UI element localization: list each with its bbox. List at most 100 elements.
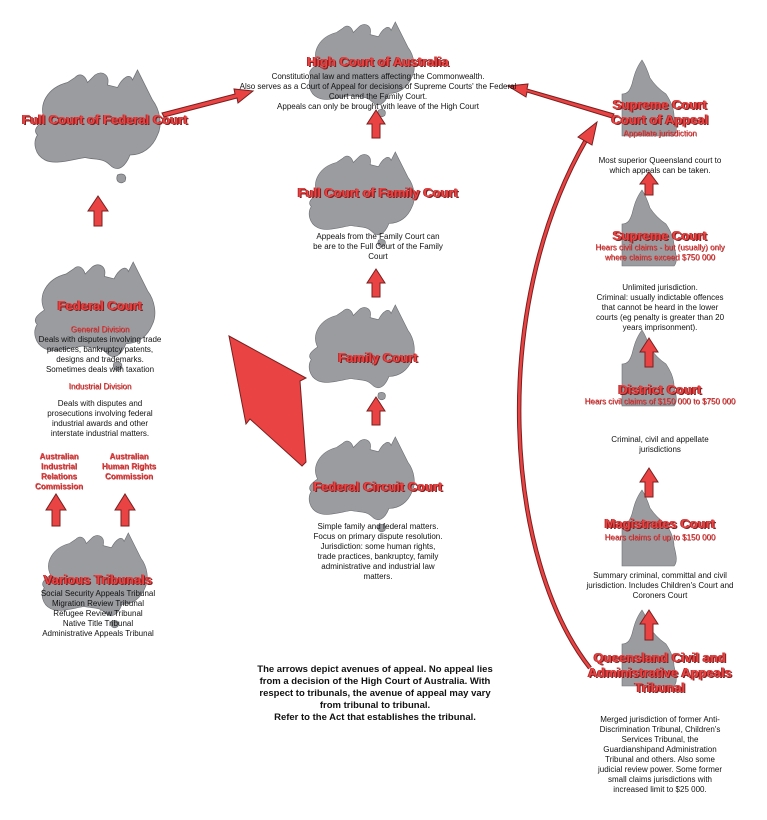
- general-division-label: General Division: [70, 325, 130, 334]
- desc-line: Social Security Appeals Tribunal: [40, 589, 156, 598]
- airc-node: Australian Industrial Relations Commissi…: [24, 452, 94, 492]
- appeal-arrow-icon: [506, 83, 615, 119]
- qcat-description: Merged jurisdiction of former Anti- Disc…: [560, 715, 760, 795]
- desc-line: Criminal, civil and appellate: [611, 435, 709, 444]
- appeal-arrow-icon: [366, 396, 386, 426]
- desc-line: be are to the Full Court of the Family: [313, 242, 443, 251]
- desc-line: Summary criminal, committal and civil: [593, 571, 727, 580]
- desc-line: Coroners Court: [632, 591, 688, 600]
- desc-line: trade practices, bankruptcy, family: [317, 552, 439, 561]
- title-line: Administrative Appeals: [587, 665, 732, 680]
- desc-line: designs and trademarks.: [56, 355, 144, 364]
- appeal-arrow-icon: [639, 609, 659, 641]
- desc-line: Native Title Tribunal: [62, 619, 134, 628]
- desc-line: Deals with disputes and: [57, 399, 143, 408]
- desc-line: practices, bankruptcy patents,: [46, 345, 154, 354]
- desc-line: Migration Review Tribunal: [51, 599, 145, 608]
- qcat-title: Queensland Civil and Administrative Appe…: [560, 650, 760, 695]
- desc-line: Also serves as a Court of Appeal for dec…: [239, 82, 517, 91]
- court-of-appeal-title: Supreme Court Court of Appeal: [560, 97, 760, 127]
- appeal-arrow-icon: [517, 139, 591, 669]
- desc-line: Discrimination Tribunal, Children's: [599, 725, 721, 734]
- district-court-sub: Hears civil claims of $150 000 to $750 0…: [584, 397, 736, 406]
- desc-line: Human Rights: [101, 462, 157, 471]
- hrc-node: Australian Human Rights Commission: [94, 452, 164, 482]
- appeal-arrow-icon: [87, 195, 109, 227]
- desc-line: Criminal: usually indictable offences: [596, 293, 724, 302]
- full-family-court-node: Full Court of Family Court Appeals from …: [268, 185, 488, 262]
- desc-line: Focus on primary dispute resolution.: [313, 532, 443, 541]
- appeal-arrow-icon: [366, 109, 386, 139]
- appeal-arrow-icon: [228, 335, 308, 467]
- appeal-arrow-icon: [639, 467, 659, 498]
- desc-line: Jurisdiction: some human rights,: [320, 542, 436, 551]
- federal-circuit-court-node: Federal Circuit Court Simple family and …: [268, 479, 488, 582]
- desc-line: Services Tribunal, the: [621, 735, 699, 744]
- qld-magistrates-court-node: Magistrates Court Hears claims of up to …: [560, 516, 760, 601]
- high-court-description: Constitutional law and matters affecting…: [228, 72, 528, 112]
- desc-line: Australian: [109, 452, 149, 461]
- qld-court-of-appeal-node: Supreme Court Court of Appeal Appellate …: [560, 97, 760, 176]
- desc-line: administrative and industrial law: [321, 562, 435, 571]
- desc-line: Guardianshipand Administration: [603, 745, 717, 754]
- desc-line: Simple family and federal matters.: [317, 522, 439, 531]
- note-line: The arrows depict avenues of appeal. No …: [257, 664, 493, 675]
- industrial-division-description: Deals with disputes and prosecutions inv…: [20, 399, 180, 439]
- appeals-note: The arrows depict avenues of appeal. No …: [250, 664, 500, 724]
- note-line: from tribunal to tribunal.: [319, 700, 431, 711]
- magistrates-court-description: Summary criminal, committal and civil ju…: [560, 571, 760, 601]
- tribunals-description: Social Security Appeals Tribunal Migrati…: [8, 589, 188, 639]
- federal-court-node: Federal Court General Division Deals wit…: [20, 298, 180, 439]
- desc-line: Most superior Queensland court to: [598, 156, 722, 165]
- desc-line: Deals with disputes involving trade: [38, 335, 162, 344]
- desc-line: years imprisonment).: [622, 323, 698, 332]
- tribunals-node: Various Tribunals Social Security Appeal…: [8, 572, 188, 639]
- desc-line: Court: [368, 252, 388, 261]
- appeal-arrow-icon: [161, 88, 255, 118]
- supreme-court-title: Supreme Court: [613, 228, 707, 243]
- full-federal-court-title: Full Court of Federal Court: [22, 112, 188, 127]
- high-court-node: High Court of Australia Constitutional l…: [228, 54, 528, 112]
- federal-circuit-court-title: Federal Circuit Court: [313, 479, 443, 494]
- appeal-arrow-icon: [639, 337, 659, 368]
- full-family-court-description: Appeals from the Family Court can be are…: [268, 232, 488, 262]
- desc-line: Sometimes deals with taxation: [45, 365, 155, 374]
- desc-line: Industrial: [40, 462, 77, 471]
- desc-line: Merged jurisdiction of former Anti-: [600, 715, 720, 724]
- magistrates-court-title: Magistrates Court: [604, 516, 716, 531]
- title-line: Tribunal: [634, 680, 686, 695]
- qld-supreme-court-node: Supreme Court Hears civil claims - but (…: [560, 228, 760, 333]
- title-line: Court of Appeal: [611, 112, 709, 127]
- title-line: Supreme Court: [613, 97, 707, 112]
- desc-line: matters.: [363, 572, 393, 581]
- desc-line: Appeals can only be brought with leave o…: [277, 102, 479, 111]
- qcat-node: Queensland Civil and Administrative Appe…: [560, 650, 760, 795]
- desc-line: prosecutions involving federal: [47, 409, 153, 418]
- general-division-description: Deals with disputes involving trade prac…: [20, 335, 180, 375]
- magistrates-court-sub: Hears claims of up to $150 000: [604, 533, 716, 542]
- desc-line: Tribunal and others. Also some: [605, 755, 715, 764]
- desc-line: judicial review power. Some former: [597, 765, 723, 774]
- appeal-arrow-icon: [639, 171, 659, 196]
- desc-line: Appeals from the Family Court can: [316, 232, 440, 241]
- desc-line: jurisdiction. Includes Children's Court …: [586, 581, 734, 590]
- supreme-court-description: Unlimited jurisdiction. Criminal: usuall…: [560, 283, 760, 333]
- desc-line: jurisdictions: [639, 445, 681, 454]
- desc-line: Australian: [39, 452, 79, 461]
- desc-line: Relations: [40, 472, 77, 481]
- note-line: Refer to the Act that establishes the tr…: [274, 712, 476, 723]
- appeal-arrow-icon: [45, 493, 67, 527]
- desc-line: Constitutional law and matters affecting…: [271, 72, 485, 81]
- district-court-description: Criminal, civil and appellate jurisdicti…: [560, 435, 760, 455]
- desc-line: increased limit to $25 000.: [613, 785, 707, 794]
- desc-line: industrial awards and other: [51, 419, 149, 428]
- desc-line: Commission: [34, 482, 83, 491]
- desc-line: that cannot be heard in the lower: [601, 303, 719, 312]
- family-court-title: Family Court: [338, 350, 418, 365]
- note-line: from a decision of the High Court of Aus…: [259, 676, 491, 687]
- industrial-division-label: Industrial Division: [68, 382, 132, 391]
- desc-line: Administrative Appeals Tribunal: [42, 629, 154, 638]
- appeal-arrow-icon: [114, 493, 136, 527]
- desc-line: Unlimited jurisdiction.: [622, 283, 698, 292]
